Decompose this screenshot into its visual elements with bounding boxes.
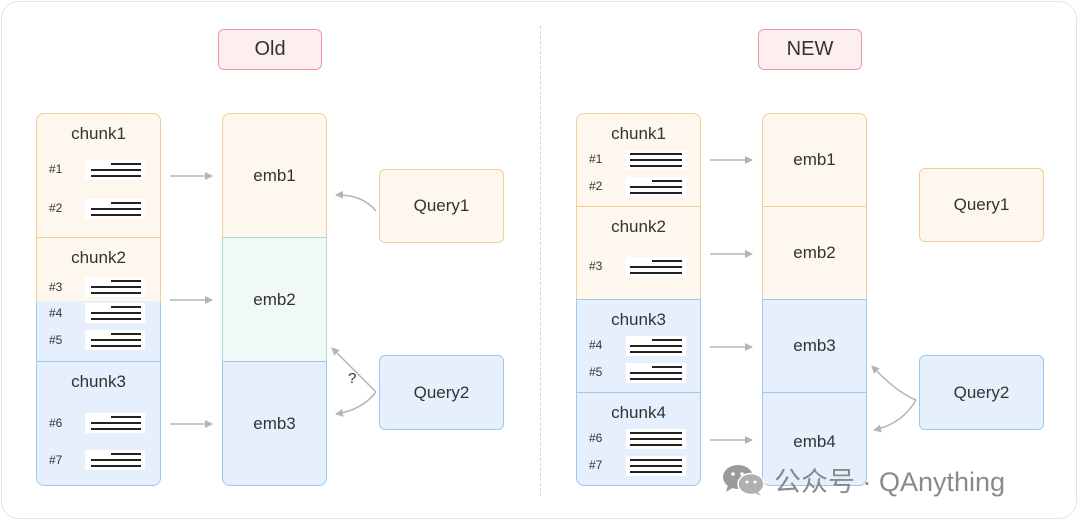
new-text-lines-3	[626, 257, 686, 277]
new-orange-outline	[576, 113, 701, 301]
old-chunk2-title: chunk2	[71, 248, 126, 267]
new-chunk4-title: chunk4	[611, 403, 666, 422]
old-text-lines-3	[85, 277, 145, 297]
new-badge: NEW	[758, 29, 862, 70]
old-query1: Query1	[379, 169, 504, 243]
new-query2: Query2	[919, 355, 1044, 430]
old-item-2-label: #2	[49, 201, 63, 215]
new-chunk2-title: chunk2	[611, 217, 666, 236]
new-blue-outline	[576, 299, 701, 486]
new-text-lines-2	[626, 177, 686, 197]
old-text-lines-5	[85, 330, 145, 350]
old-emb2: emb2	[222, 237, 327, 362]
old-text-lines-7	[85, 450, 145, 470]
new-emb1: emb1	[762, 113, 867, 207]
new-text-lines-1	[626, 150, 686, 170]
old-text-lines-1	[85, 160, 145, 180]
new-chunk-blue-region	[576, 300, 701, 486]
panel-divider	[540, 26, 541, 496]
old-text-lines-6	[85, 413, 145, 433]
old-orange-outline	[36, 113, 161, 302]
new-arrow-query2-emb4	[873, 399, 917, 433]
new-item-3-label: #3	[589, 259, 603, 273]
new-item-7-label: #7	[589, 458, 603, 472]
new-item-6-label: #6	[589, 431, 603, 445]
new-arrow-query2-emb3	[871, 365, 917, 401]
old-chunk-divider-2	[37, 361, 160, 362]
watermark-label: 公众号 · QAnything	[774, 467, 1006, 497]
new-emb3: emb3	[762, 299, 867, 393]
old-badge: Old	[218, 29, 322, 70]
old-emb3: emb3	[222, 361, 327, 486]
old-arrow-query1-emb1	[335, 190, 377, 212]
new-chunk-divider-3	[577, 392, 700, 393]
new-text-lines-7	[626, 456, 686, 476]
old-chunk3-title: chunk3	[71, 372, 126, 391]
new-chunk3-title: chunk3	[611, 310, 666, 329]
new-chunk-divider-1	[577, 206, 700, 207]
old-question-mark: ?	[348, 370, 357, 387]
old-arrow-query2-emb2	[331, 347, 377, 393]
new-emb2: emb2	[762, 206, 867, 300]
new-text-lines-5	[626, 363, 686, 383]
new-text-lines-4	[626, 336, 686, 356]
new-text-lines-6	[626, 429, 686, 449]
old-item-4-label: #4	[49, 306, 63, 320]
old-arrow-query2-emb3	[335, 391, 377, 417]
old-item-5-label: #5	[49, 333, 63, 347]
new-item-1-label: #1	[589, 152, 603, 166]
wechat-icon	[723, 464, 765, 496]
old-text-lines-4	[85, 303, 145, 323]
new-query1: Query1	[919, 168, 1044, 242]
old-chunk1-title: chunk1	[71, 124, 126, 143]
new-chunk1-title: chunk1	[611, 124, 666, 143]
old-query2: Query2	[379, 355, 504, 430]
old-item-3-label: #3	[49, 280, 63, 294]
old-chunk-divider-1	[37, 237, 160, 238]
old-item-7-label: #7	[49, 453, 63, 467]
new-item-5-label: #5	[589, 365, 603, 379]
old-item-6-label: #6	[49, 416, 63, 430]
new-item-2-label: #2	[589, 179, 603, 193]
new-item-4-label: #4	[589, 338, 603, 352]
old-emb1: emb1	[222, 113, 327, 238]
new-emb4: emb4	[762, 392, 867, 486]
watermark: 公众号 · QAnything	[722, 460, 1005, 499]
old-text-lines-2	[85, 199, 145, 219]
old-item-1-label: #1	[49, 162, 63, 176]
